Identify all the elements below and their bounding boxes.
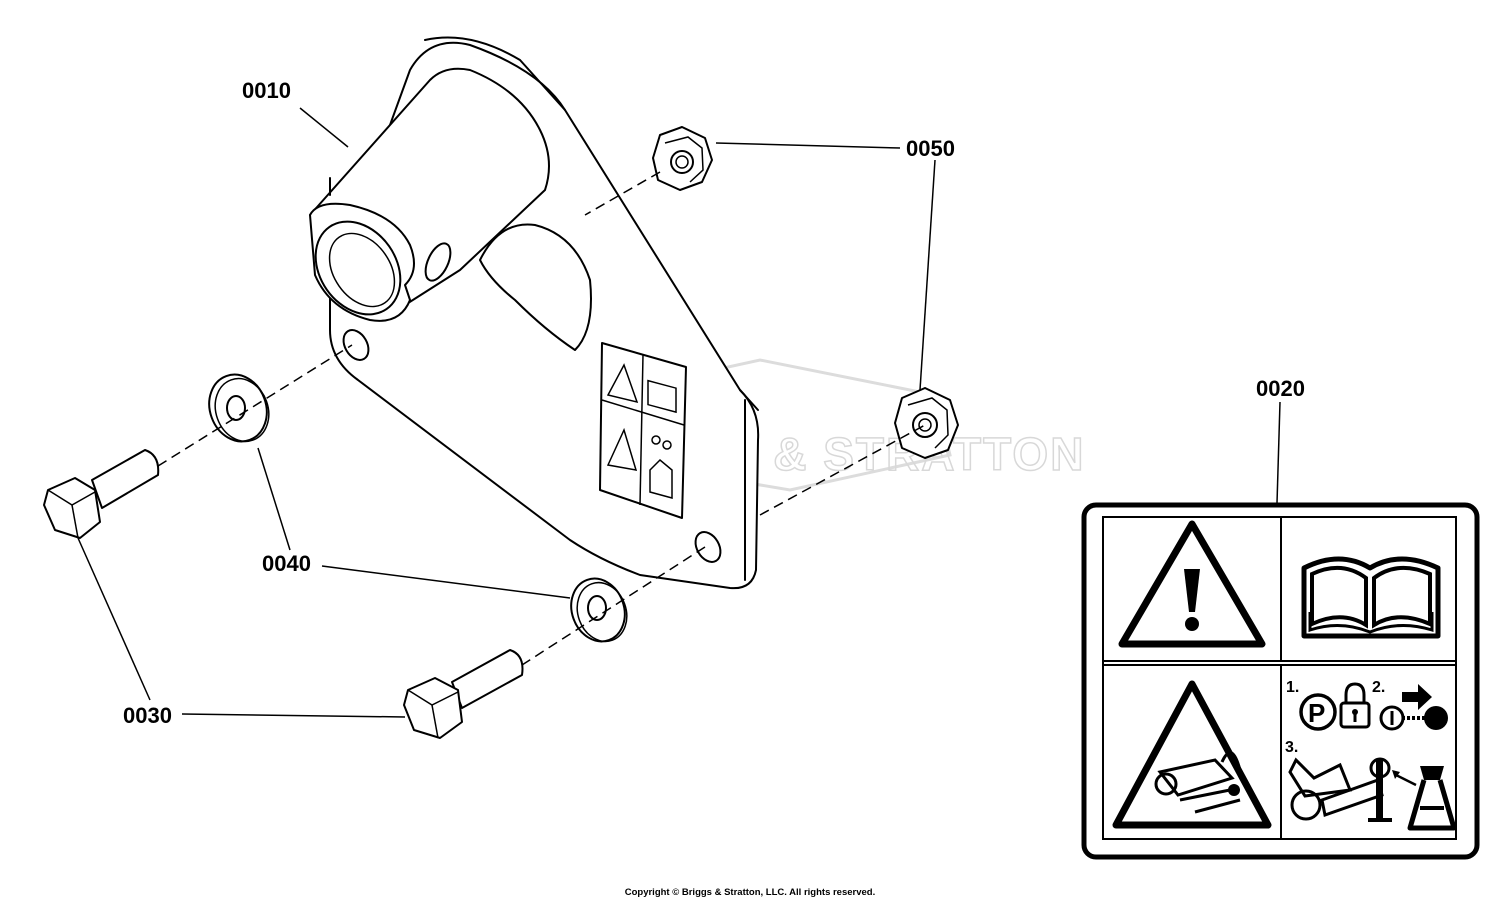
- part-label-0040: 0040: [262, 551, 311, 576]
- bracket-decal: [599, 342, 687, 519]
- step-2-remove-key: 2.: [1372, 679, 1448, 731]
- copyright-notice: Copyright © Briggs & Stratton, LLC. All …: [624, 887, 876, 898]
- crush-hazard-icon: [1112, 680, 1272, 829]
- lock-icon: [1339, 682, 1371, 729]
- step-3-jack-stand: 3.: [1285, 739, 1457, 831]
- hex-bolt-top: [43, 449, 160, 539]
- part-label-0050: 0050: [906, 136, 955, 161]
- read-manual-icon: [1301, 556, 1441, 639]
- jack-stand-icon: [1407, 766, 1457, 831]
- step-3-label: 3.: [1285, 739, 1298, 756]
- flange-nut-bottom: [894, 387, 959, 459]
- step-1-label: 1.: [1286, 679, 1299, 696]
- step-1-park-lock: 1. P: [1286, 679, 1371, 731]
- leader-lines: [77, 107, 1281, 718]
- parking-brake-symbol: P: [1308, 698, 1325, 728]
- part-label-0010: 0010: [242, 78, 291, 103]
- part-labels: 0010 0050 0020 0040 0030: [123, 78, 1305, 728]
- safety-decal: 1. P 2. 3.: [1081, 502, 1480, 860]
- step-2-label: 2.: [1372, 679, 1385, 696]
- assembly-lines: [157, 171, 926, 666]
- bracket-part: [309, 36, 760, 590]
- warning-icon: [1118, 520, 1266, 648]
- arrow-right-icon: [1402, 684, 1432, 710]
- ignition-key-icon: [1379, 705, 1448, 731]
- flange-nut-top: [652, 126, 713, 191]
- washer-bottom: [570, 577, 628, 643]
- part-label-0030: 0030: [123, 703, 172, 728]
- washer-top: [208, 373, 270, 443]
- part-label-0020: 0020: [1256, 376, 1305, 401]
- hex-bolt-bottom: [403, 649, 524, 739]
